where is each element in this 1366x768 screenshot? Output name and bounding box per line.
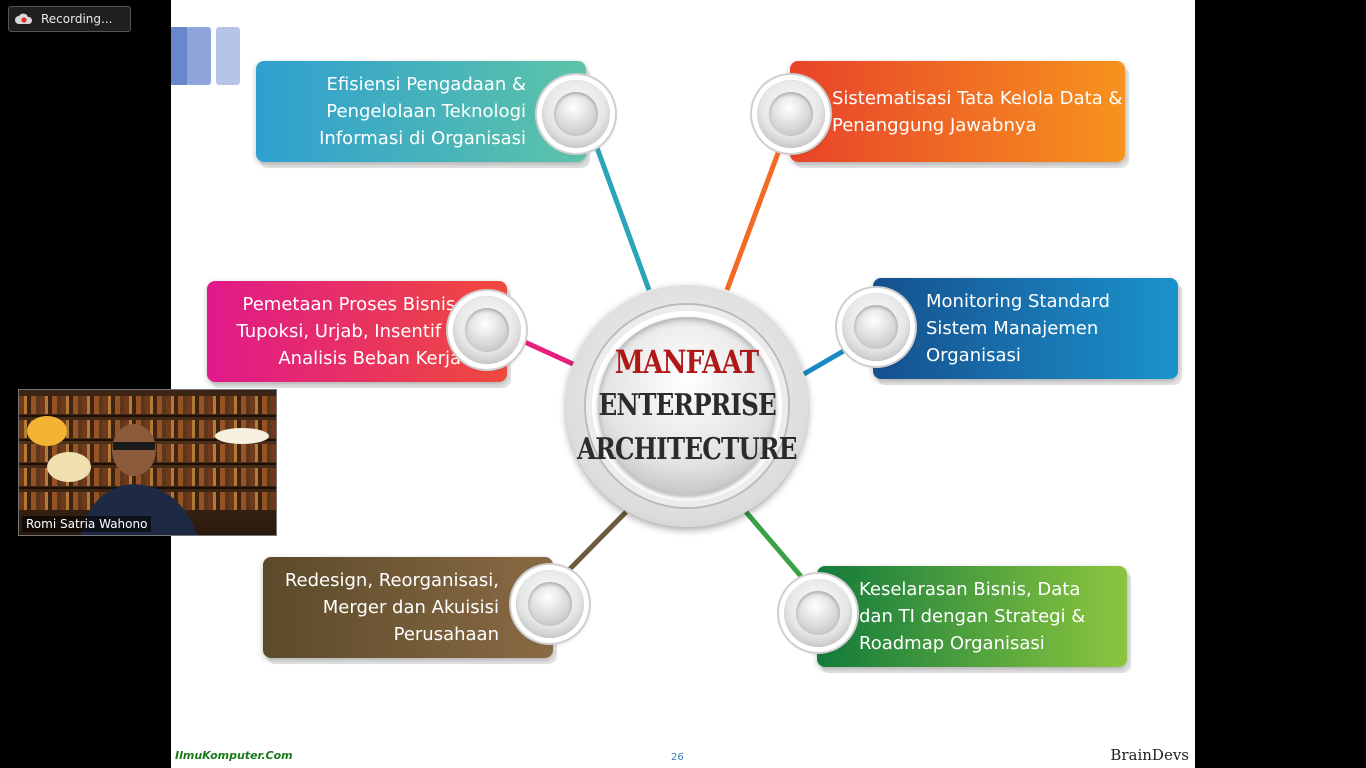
connector-top-left bbox=[593, 144, 652, 291]
bookshelf-row bbox=[19, 420, 276, 438]
card-text: Efisiensi Pengadaan & Pengelolaan Teknol… bbox=[319, 74, 526, 149]
lamp-shade bbox=[27, 416, 67, 446]
knob-mid-left bbox=[453, 296, 521, 364]
center-title-line1: MANFAAT bbox=[615, 343, 759, 381]
slide-page-number: 26 bbox=[671, 752, 684, 763]
card-text: Pemetaan Proses Bisnis, Tupoksi, Urjab, … bbox=[236, 294, 461, 369]
shelf bbox=[19, 415, 276, 417]
slide-deco-bar bbox=[216, 27, 240, 85]
card-text: Monitoring Standard Sistem Manajemen Org… bbox=[926, 291, 1110, 366]
participant-video-tile[interactable]: Romi Satria Wahono bbox=[18, 389, 277, 536]
lamp-shade bbox=[215, 428, 269, 444]
card-top-right: Sistematisasi Tata Kelola Data & Penangg… bbox=[790, 61, 1125, 162]
participant-name: Romi Satria Wahono bbox=[22, 516, 152, 532]
card-bottom-left: Redesign, Reorganisasi, Merger dan Akuis… bbox=[263, 557, 553, 658]
presentation-slide: Efisiensi Pengadaan & Pengelolaan Teknol… bbox=[171, 0, 1195, 768]
footer-brand-logo: BrainDevs bbox=[1110, 746, 1189, 764]
knob-top-left bbox=[542, 80, 610, 148]
bookshelf-row bbox=[19, 396, 276, 414]
recording-indicator[interactable]: Recording... bbox=[8, 6, 131, 32]
connector-mid-left bbox=[514, 335, 575, 367]
knob-top-right bbox=[757, 80, 825, 148]
card-bottom-right: Keselarasan Bisnis, Data dan TI dengan S… bbox=[817, 566, 1127, 667]
slide-deco-bar bbox=[171, 27, 189, 85]
card-text: Sistematisasi Tata Kelola Data & Penangg… bbox=[832, 87, 1123, 136]
connector-bottom-right bbox=[744, 510, 813, 590]
connector-bottom-left bbox=[559, 510, 628, 580]
recording-label: Recording... bbox=[41, 12, 113, 26]
center-hub: MANFAAT ENTERPRISE ARCHITECTURE bbox=[566, 285, 808, 527]
center-title-line2: ENTERPRISE bbox=[598, 388, 776, 423]
connector-top-right bbox=[724, 144, 784, 291]
knob-bottom-left bbox=[516, 570, 584, 638]
cloud-record-icon bbox=[15, 13, 33, 25]
knob-bottom-right bbox=[784, 579, 852, 647]
center-title: MANFAAT ENTERPRISE ARCHITECTURE bbox=[577, 317, 798, 495]
center-title-line3: ARCHITECTURE bbox=[577, 432, 797, 467]
connector-lines bbox=[514, 144, 873, 590]
card-top-left: Efisiensi Pengadaan & Pengelolaan Teknol… bbox=[256, 61, 586, 162]
slide-deco-bar bbox=[187, 27, 211, 85]
card-text: Keselarasan Bisnis, Data dan TI dengan S… bbox=[859, 579, 1086, 654]
center-ring: MANFAAT ENTERPRISE ARCHITECTURE bbox=[577, 305, 798, 507]
knob-mid-right bbox=[842, 293, 910, 361]
card-text: Redesign, Reorganisasi, Merger dan Akuis… bbox=[284, 570, 499, 645]
footer-site-logo: IlmuKomputer.Com bbox=[175, 749, 293, 762]
lamp-shade bbox=[47, 452, 91, 482]
card-mid-right: Monitoring Standard Sistem Manajemen Org… bbox=[873, 278, 1178, 379]
